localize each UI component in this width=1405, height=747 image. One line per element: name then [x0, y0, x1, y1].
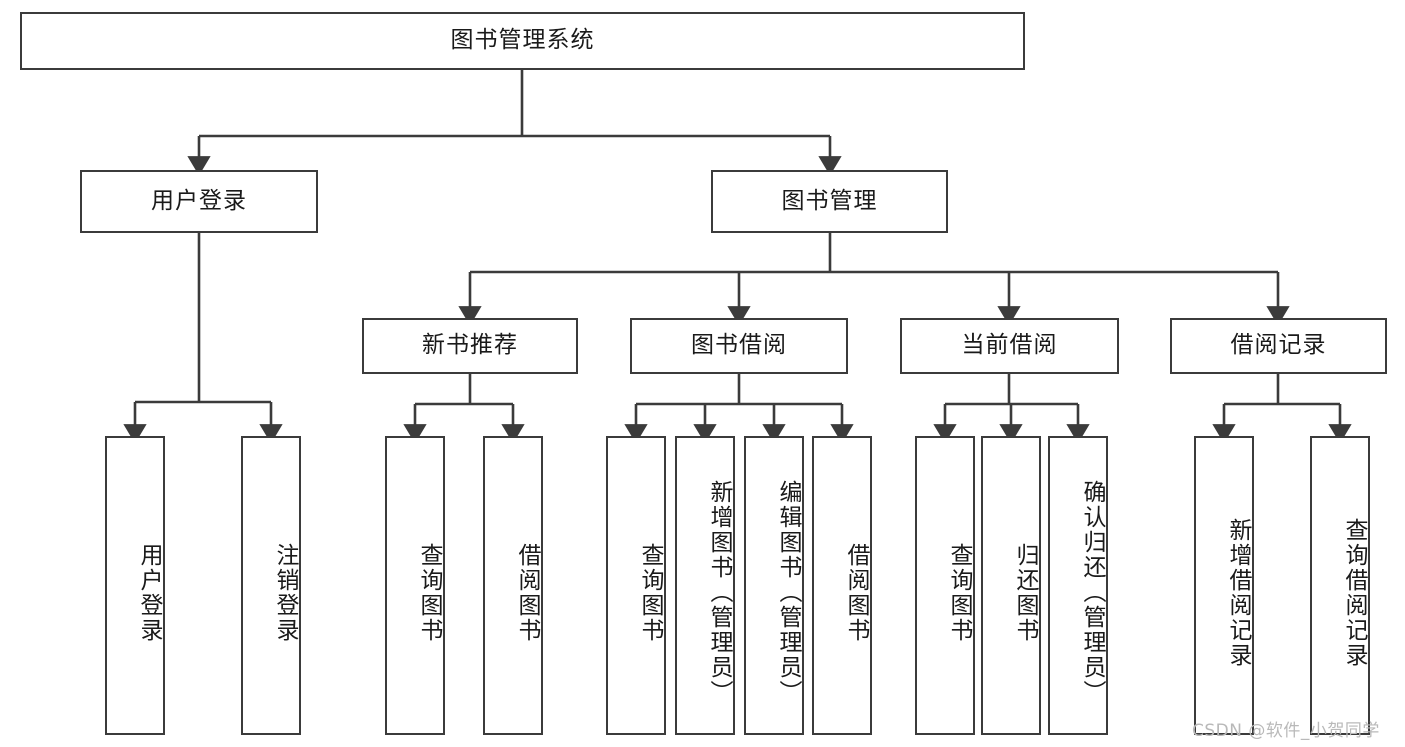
- node-leaf-edit-book-admin[interactable]: 编辑图书（管理员）: [744, 436, 804, 735]
- node-user-login-label: 用户登录: [151, 187, 247, 214]
- node-leaf-edit-book-admin-label: 编辑图书（管理员）: [775, 480, 801, 705]
- node-root-label: 图书管理系统: [450, 27, 595, 54]
- node-leaf-user-login-label: 用户登录: [136, 542, 162, 643]
- node-leaf-query-book-3-label: 查询图书: [946, 542, 972, 643]
- node-leaf-query-borrow-record-label: 查询借阅记录: [1341, 517, 1367, 668]
- node-new-book-recommend-label: 新书推荐: [422, 332, 518, 359]
- node-leaf-return-book-label: 归还图书: [1012, 542, 1038, 643]
- node-leaf-borrow-book-1[interactable]: 借阅图书: [483, 436, 543, 735]
- node-leaf-query-book-3[interactable]: 查询图书: [915, 436, 975, 735]
- node-leaf-borrow-book-2-label: 借阅图书: [843, 542, 869, 643]
- node-root-system[interactable]: 图书管理系统: [20, 12, 1025, 70]
- node-borrow-record-label: 借阅记录: [1230, 332, 1327, 359]
- node-leaf-add-book-admin[interactable]: 新增图书（管理员）: [675, 436, 735, 735]
- node-current-borrow-label: 当前借阅: [961, 332, 1058, 359]
- node-leaf-query-borrow-record[interactable]: 查询借阅记录: [1310, 436, 1370, 735]
- node-leaf-user-logout[interactable]: 注销登录: [241, 436, 301, 735]
- node-leaf-user-logout-label: 注销登录: [272, 542, 298, 643]
- node-leaf-add-book-admin-label: 新增图书（管理员）: [706, 480, 732, 705]
- node-leaf-borrow-book-1-label: 借阅图书: [514, 542, 540, 643]
- node-leaf-query-book-1[interactable]: 查询图书: [385, 436, 445, 735]
- node-leaf-confirm-return-admin-label: 确认归还（管理员）: [1079, 480, 1105, 705]
- node-leaf-query-book-2[interactable]: 查询图书: [606, 436, 666, 735]
- csdn-watermark: CSDN @软件_小贺同学: [1192, 721, 1380, 741]
- node-leaf-query-book-2-label: 查询图书: [637, 542, 663, 643]
- node-book-borrow[interactable]: 图书借阅: [630, 318, 848, 374]
- node-new-book-recommend[interactable]: 新书推荐: [362, 318, 578, 374]
- node-leaf-confirm-return-admin[interactable]: 确认归还（管理员）: [1048, 436, 1108, 735]
- node-book-manage-label: 图书管理: [781, 187, 878, 214]
- node-leaf-user-login[interactable]: 用户登录: [105, 436, 165, 735]
- node-current-borrow[interactable]: 当前借阅: [900, 318, 1119, 374]
- node-leaf-return-book[interactable]: 归还图书: [981, 436, 1041, 735]
- node-leaf-query-book-1-label: 查询图书: [416, 542, 442, 643]
- node-user-login[interactable]: 用户登录: [80, 170, 318, 233]
- node-book-manage[interactable]: 图书管理: [711, 170, 948, 233]
- node-borrow-record[interactable]: 借阅记录: [1170, 318, 1387, 374]
- node-leaf-add-borrow-record[interactable]: 新增借阅记录: [1194, 436, 1254, 735]
- node-leaf-add-borrow-record-label: 新增借阅记录: [1225, 517, 1251, 668]
- node-book-borrow-label: 图书借阅: [691, 332, 787, 359]
- node-leaf-borrow-book-2[interactable]: 借阅图书: [812, 436, 872, 735]
